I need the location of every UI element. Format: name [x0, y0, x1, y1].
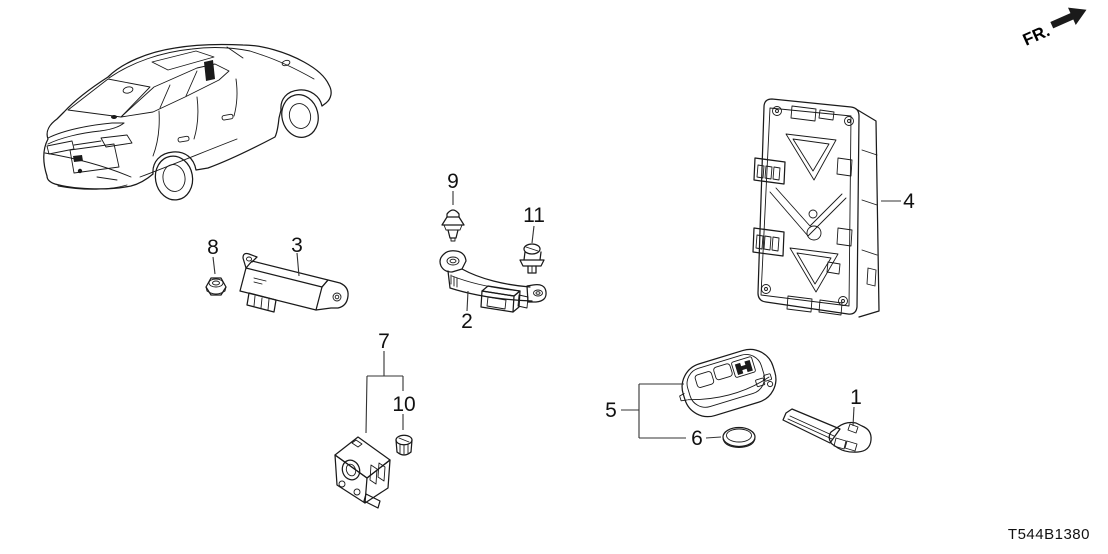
part-10-clip [395, 434, 413, 456]
part-label-6[interactable]: 6 [691, 427, 703, 450]
part-number-labels: 1 2 3 4 5 6 7 8 9 10 11 [207, 170, 915, 450]
part-3-antenna-unit [239, 252, 349, 313]
part-2-bracket [439, 250, 547, 313]
part-label-9[interactable]: 9 [447, 170, 459, 193]
part-label-11[interactable]: 11 [523, 204, 545, 227]
car-door-handle [221, 113, 234, 121]
diagram-code: T544B1380 [1008, 526, 1090, 543]
part-6-battery [722, 426, 756, 448]
part-9-clip [441, 209, 465, 242]
car-taillight [100, 134, 133, 148]
part-7-unit [334, 436, 391, 509]
roof-location-marker [204, 60, 215, 81]
part-label-10[interactable]: 10 [392, 393, 415, 416]
fob-logo-block [744, 359, 753, 373]
shelf-location-marker [111, 115, 117, 119]
fob-logo-block [734, 362, 744, 376]
fr-arrow-icon [1050, 7, 1087, 29]
car-illustration [43, 43, 332, 201]
part-label-4[interactable]: 4 [903, 190, 915, 213]
leader-lines [212, 191, 901, 439]
car-rear-wheel [154, 155, 194, 201]
fr-label: FR. [1020, 21, 1053, 49]
part-1-key-blade [782, 408, 872, 453]
part-label-2[interactable]: 2 [461, 310, 473, 333]
car-front-wheel [281, 94, 319, 138]
part-label-1[interactable]: 1 [850, 386, 862, 409]
car-taillight [46, 140, 75, 155]
fr-direction-indicator: FR. [1020, 7, 1087, 50]
part-label-3[interactable]: 3 [291, 234, 303, 257]
car-sunroof [151, 50, 215, 71]
part-label-5[interactable]: 5 [605, 399, 617, 422]
part-4-control-unit [752, 98, 880, 318]
part-label-8[interactable]: 8 [207, 236, 219, 259]
part-5-key-fob [679, 348, 777, 418]
car-door-handle [177, 135, 190, 143]
part-11-clip [519, 243, 545, 274]
part-label-7[interactable]: 7 [378, 330, 390, 353]
part-8-nut [205, 277, 227, 296]
